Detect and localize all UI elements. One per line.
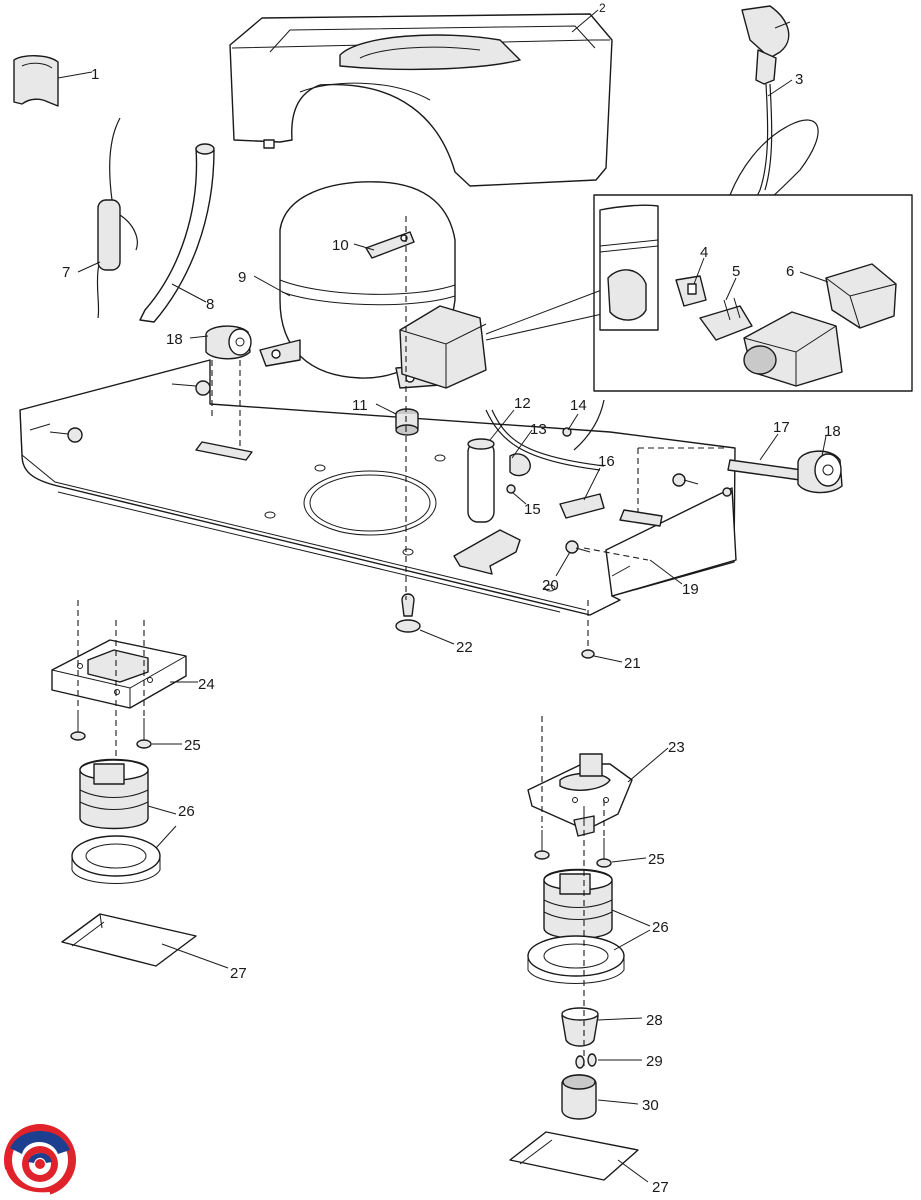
part-12-capacitor [467,399,605,523]
callout-23: 23 [668,739,685,756]
callout-10: 10 [332,237,349,254]
callout-5: 5 [732,263,740,280]
assembly-guide-lines [77,216,726,1070]
callout-15: 15 [524,501,541,518]
callout-29: 29 [646,1053,663,1070]
callout-24: 24 [198,676,215,693]
callout-25a: 25 [184,737,201,754]
callout-20: 20 [542,577,559,594]
right-assembly-stack [509,753,639,1181]
part-3-power-cord [729,5,819,210]
callout-11: 11 [352,397,368,414]
part-17-rod-part-18-knob [205,325,843,494]
callout-30: 30 [642,1097,659,1114]
part-19-base-plate [19,359,737,616]
part-1-clip [13,55,59,107]
callout-28: 28 [646,1012,663,1029]
callout-2: 2 [599,1,606,15]
callout-14: 14 [570,397,587,414]
callout-leaders [57,9,829,1183]
callout-7: 7 [62,264,70,281]
callout-3: 3 [795,71,803,88]
callout-1: 1 [91,66,99,83]
callout-labels: 1 2 3 4 5 6 7 8 9 10 11 12 13 14 15 16 1… [62,1,841,1196]
callout-4: 4 [700,244,708,261]
callout-13: 13 [530,421,547,438]
callout-17: 17 [773,419,790,436]
callout-19: 19 [682,581,699,598]
part-8-hose [139,143,215,323]
brand-swirl-logo-icon [2,1124,76,1197]
inset-detail-box [485,194,913,392]
callout-18b: 18 [166,331,183,348]
callout-25b: 25 [648,851,665,868]
callout-16: 16 [598,453,615,470]
callout-21: 21 [624,655,641,672]
part-9-compressor [259,181,487,389]
callout-12: 12 [514,395,531,412]
callout-18a: 18 [824,423,841,440]
callout-27b: 27 [652,1179,669,1196]
left-assembly-stack [51,639,197,967]
fasteners [49,380,732,659]
callout-26a: 26 [178,803,195,820]
callout-9: 9 [238,269,246,286]
callout-27a: 27 [230,965,247,982]
callout-26b: 26 [652,919,669,936]
callout-6: 6 [786,263,794,280]
callout-8: 8 [206,296,214,313]
callout-22: 22 [456,639,473,656]
part-7-sensor-tube [96,117,138,319]
part-2-top-cover [229,13,613,187]
